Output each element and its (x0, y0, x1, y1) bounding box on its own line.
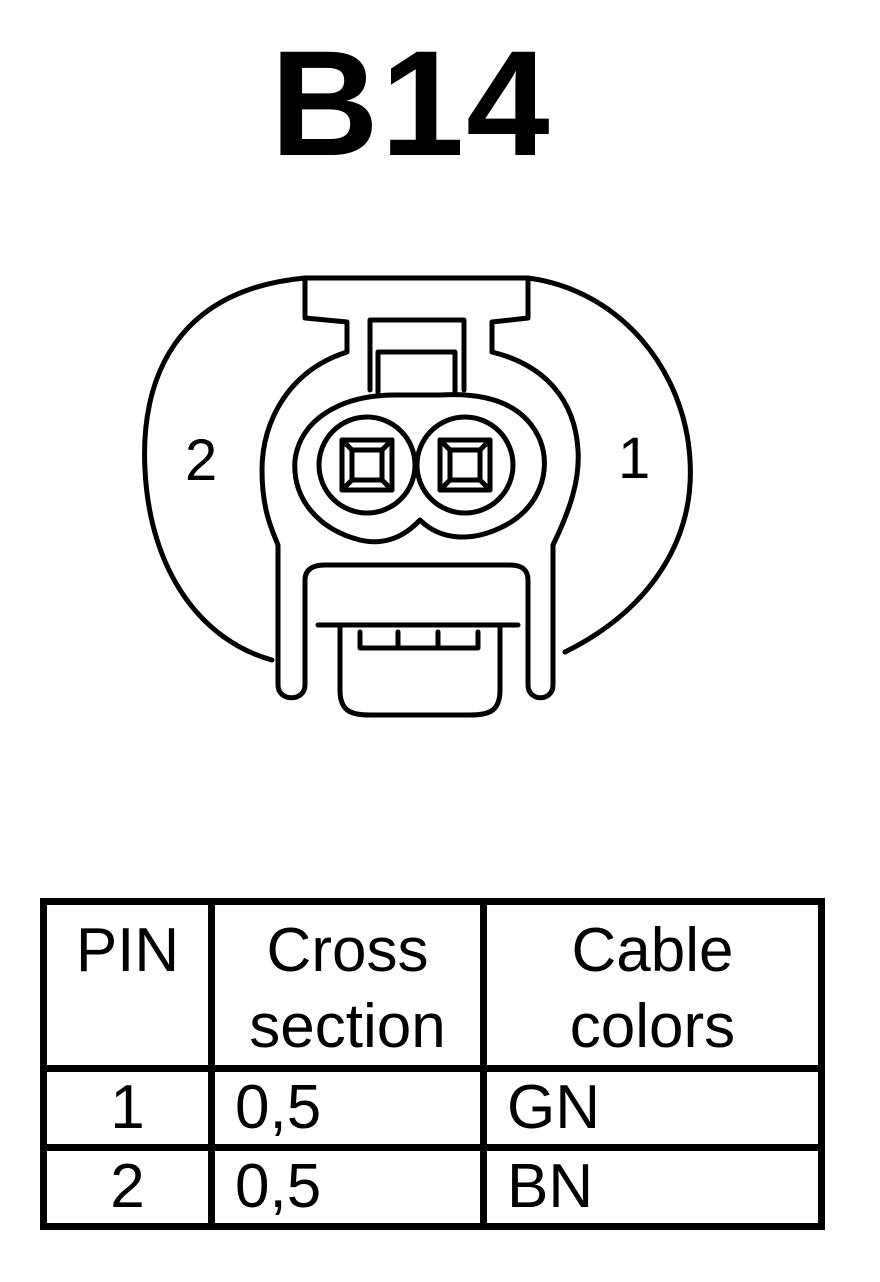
pin-1-socket (414, 414, 516, 516)
pin-2-label: 2 (185, 428, 217, 493)
header-pin-line-1: PIN (75, 916, 180, 985)
cross-section-cell: 0,5 (208, 1065, 487, 1151)
pin-2-socket (316, 414, 418, 516)
connector-latch-tab (259, 275, 581, 701)
connector-lock-window (367, 317, 467, 395)
header-color-line-1: Cable (571, 916, 734, 985)
header-cable-colors: Cable colors (480, 898, 825, 1072)
pin-assignment-table: PIN Cross section Cable colors 1 0,5 GN … (40, 898, 825, 1230)
connector-pin-cavity (292, 392, 547, 545)
cable-color-cell: GN (480, 1065, 825, 1151)
header-cross-line-2: section (249, 992, 446, 1061)
pin-cell: 2 (40, 1144, 215, 1230)
connector-title: B14 (270, 19, 552, 187)
header-cross-line-1: Cross (266, 916, 429, 985)
connector-bottom-key (315, 622, 521, 718)
connector-housing-outline (142, 275, 693, 663)
connector-face-diagram: 2 1 (142, 275, 693, 718)
table-header-row: PIN Cross section Cable colors (40, 898, 825, 1072)
header-pin: PIN (40, 898, 215, 1072)
table-row: 2 0,5 BN (40, 1144, 825, 1230)
cable-color-cell: BN (480, 1144, 825, 1230)
pin-cell: 1 (40, 1065, 215, 1151)
header-cross-section: Cross section (208, 898, 487, 1072)
pin-1-label: 1 (618, 426, 650, 491)
header-color-line-2: colors (569, 992, 736, 1061)
cross-section-cell: 0,5 (208, 1144, 487, 1230)
table-row: 1 0,5 GN (40, 1065, 825, 1151)
